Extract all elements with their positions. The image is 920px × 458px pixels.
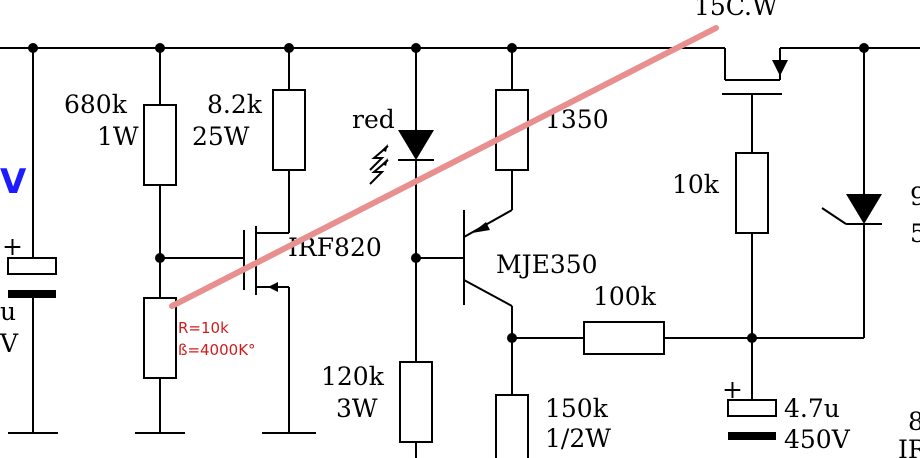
resistor-150k-power: 1/2W — [545, 424, 611, 453]
transistor-mje350: 1350 MJE350 150k 1/2W — [463, 48, 611, 458]
resistor-680k-column: 680k 1W R=10k ß=4000K° — [64, 48, 256, 434]
right-edge-label-2: IR — [898, 435, 920, 458]
resistor-680k — [143, 104, 177, 186]
left-cap-value: u — [0, 297, 16, 326]
capacitor-value: 4.7u — [784, 394, 840, 423]
mosfet-irf820: 8.2k 25W IRF820 — [192, 48, 382, 434]
resistor-120k — [399, 361, 433, 443]
thermistor-resistance: R=10k — [178, 319, 229, 337]
top-right-label: 15C.W — [694, 0, 778, 21]
resistor-100k — [583, 321, 665, 355]
cap-plus-sign: + — [722, 375, 743, 404]
resistor-120k-value: 120k — [321, 362, 385, 391]
resistor-8-2k-value: 8.2k — [207, 90, 263, 119]
resistor-680k-value: 680k — [64, 90, 128, 119]
resistor-120k-power: 3W — [336, 394, 378, 423]
thermistor-beta: ß=4000K° — [178, 341, 256, 359]
right-zener-label-1: 9 — [910, 182, 920, 211]
resistor-150k-value: 150k — [545, 394, 609, 423]
transistor-label: MJE350 — [496, 250, 598, 279]
resistor-8-2k — [272, 89, 306, 171]
resistor-10k-value: 10k — [672, 170, 720, 199]
led-column: red 120k 3W — [321, 48, 434, 458]
resistor-150k — [495, 394, 529, 458]
right-zener-label-2: 5 — [910, 219, 920, 248]
led-red — [398, 130, 434, 160]
left-blue-label: V — [0, 162, 27, 202]
annotation-line — [169, 25, 719, 309]
resistor-8-2k-power: 25W — [192, 122, 250, 151]
resistor-680k-power: 1W — [97, 122, 139, 151]
resistor-10k — [735, 152, 769, 234]
resistor-100k-value: 100k — [593, 282, 657, 311]
right-section: 15C.W 10k + 4.7u 450V — [672, 0, 851, 454]
capacitor-voltage: 450V — [784, 425, 851, 454]
resistor-100k-branch: 100k — [512, 282, 864, 355]
left-capacitor: + u V V — [0, 48, 58, 434]
right-edge-label-1: 8 — [908, 407, 920, 436]
thermistor — [143, 297, 177, 379]
left-cap-voltage: V — [0, 329, 19, 358]
capacitor-4-7u — [727, 399, 777, 417]
zener-diode: 9 5 8 IR — [821, 48, 920, 458]
led-color-label: red — [352, 105, 395, 134]
junction-dots — [28, 43, 869, 343]
left-plus-sign: + — [2, 232, 23, 261]
